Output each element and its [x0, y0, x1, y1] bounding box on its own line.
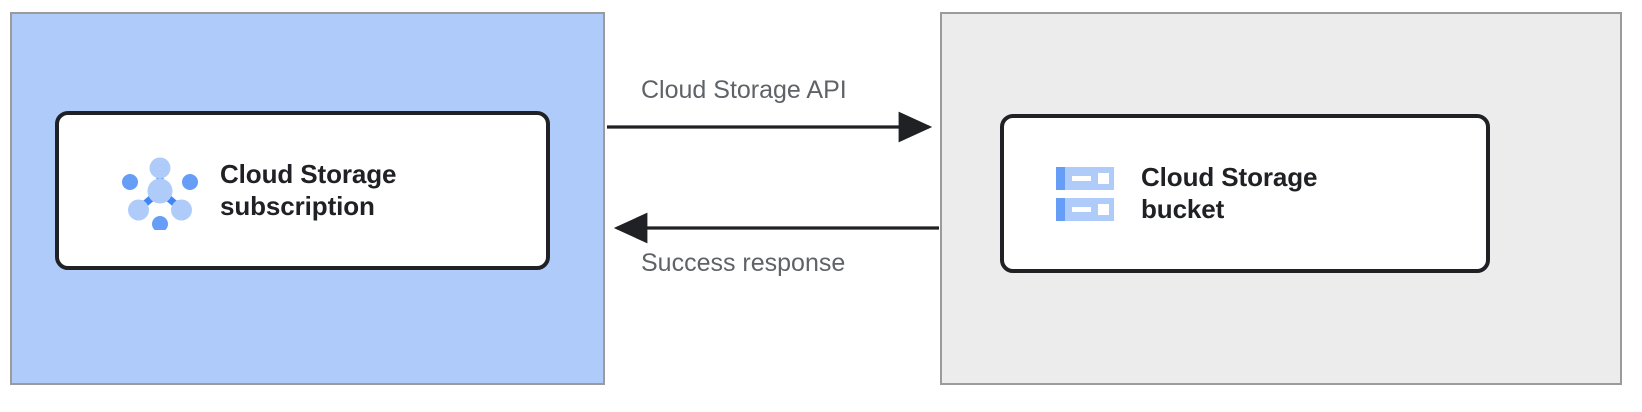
- cloud-storage-bucket-label: Cloud Storage bucket: [1141, 161, 1318, 224]
- response-edge-label: Success response: [641, 249, 846, 277]
- cloud-storage-subscription-node[interactable]: Cloud Storage subscription: [55, 111, 550, 270]
- pubsub-subscription-icon: [122, 157, 198, 230]
- cloud-storage-bucket-icon: [1056, 166, 1114, 221]
- cloud-storage-bucket-node[interactable]: Cloud Storage bucket: [1000, 114, 1490, 273]
- cloud-storage-subscription-label: Cloud Storage subscription: [220, 158, 397, 221]
- request-edge-label: Cloud Storage API: [641, 76, 847, 104]
